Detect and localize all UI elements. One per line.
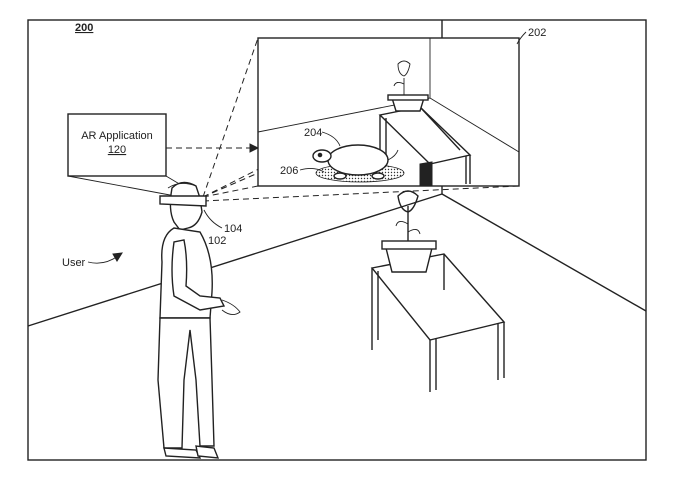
headset: [160, 196, 206, 206]
user-label: User: [62, 257, 86, 269]
view-label: 202: [528, 27, 546, 39]
ar-application-title: AR Application: [81, 130, 153, 142]
real-table: [372, 254, 504, 392]
device-wearer-label: 102: [208, 235, 226, 247]
virtual-object-label: 204: [304, 127, 322, 139]
device-leader: [204, 210, 222, 228]
ar-application-number: 120: [108, 144, 126, 156]
device-label: 104: [224, 223, 242, 235]
shadow-label: 206: [280, 165, 298, 177]
ar-view-panel: 204 206: [258, 38, 519, 186]
figure-reference-label: 200: [75, 22, 93, 34]
real-plant: [382, 191, 436, 272]
user-leader: [88, 256, 118, 263]
floor-line-left: [28, 194, 442, 326]
